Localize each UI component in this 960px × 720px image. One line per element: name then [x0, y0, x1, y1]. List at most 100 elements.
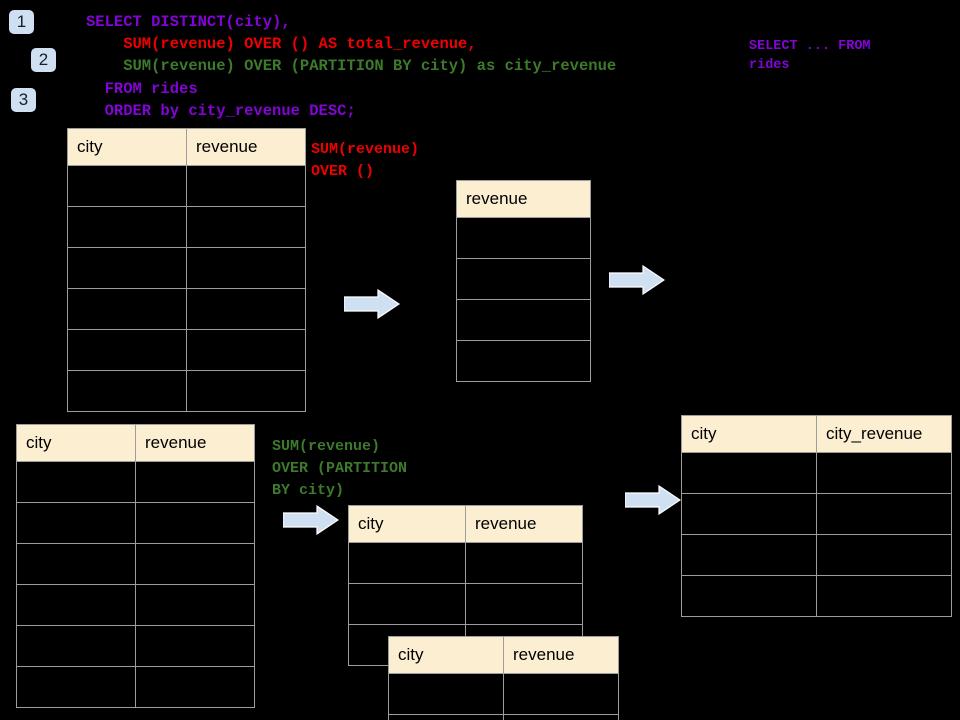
cell-city [348, 583, 466, 625]
table-row [67, 247, 306, 289]
column-header-revenue: revenue [503, 636, 619, 674]
column-header-city: city [348, 505, 466, 543]
cell-city [67, 206, 187, 248]
table-row [388, 673, 619, 715]
table-row [456, 340, 591, 382]
annotation-sum-over-partition: SUM(revenue) OVER (PARTITION BY city) [272, 438, 408, 499]
table-row [67, 288, 306, 330]
cell-revenue [135, 502, 255, 544]
column-header-city: city [681, 415, 817, 453]
cell-revenue [186, 370, 306, 412]
table-header-row: revenue [456, 180, 591, 218]
table-row [681, 452, 952, 494]
column-header-city: city [388, 636, 504, 674]
cell-revenue [135, 625, 255, 667]
column-header-revenue: revenue [465, 505, 583, 543]
step-badge-1: 1 [9, 10, 34, 34]
cell-city [16, 543, 136, 585]
arrow-right-icon [282, 504, 340, 536]
source-table-bottom: city revenue [16, 424, 255, 708]
cell-city-revenue [816, 452, 952, 494]
column-header-city: city [16, 424, 136, 462]
partition-table-front: city revenue [388, 636, 619, 720]
result-table: city city_revenue [681, 415, 952, 617]
sql-line-select-distinct: SELECT DISTINCT(city), [86, 13, 291, 31]
cell-city [67, 247, 187, 289]
cell-city [16, 461, 136, 503]
table-row [16, 543, 255, 585]
cell-revenue [503, 714, 619, 720]
cell-revenue [135, 666, 255, 708]
table-row [67, 165, 306, 207]
table-header-row: city revenue [16, 424, 255, 462]
cell-city-revenue [816, 493, 952, 535]
cell-city [67, 329, 187, 371]
table-row [16, 666, 255, 708]
cell-city [348, 542, 466, 584]
cell-revenue [456, 258, 591, 300]
arrow-total-to-result [608, 264, 666, 296]
cell-revenue [456, 340, 591, 382]
cell-revenue [186, 329, 306, 371]
cell-city [681, 534, 817, 576]
arrow-right-icon [624, 484, 682, 516]
cell-city [16, 584, 136, 626]
arrow-partition-to-result [624, 484, 682, 516]
table-row [456, 258, 591, 300]
arrow-right-icon [608, 264, 666, 296]
cell-revenue [456, 217, 591, 259]
total-revenue-table: revenue [456, 180, 591, 382]
cell-city [67, 288, 187, 330]
table-header-row: city revenue [67, 128, 306, 166]
cell-revenue [186, 288, 306, 330]
table-row [681, 575, 952, 617]
table-row [681, 534, 952, 576]
cell-revenue [456, 299, 591, 341]
arrow-source-to-total [343, 288, 401, 320]
cell-revenue [503, 673, 619, 715]
sql-line-sum-over-empty: SUM(revenue) OVER () AS total_revenue, [86, 35, 477, 53]
column-header-revenue: revenue [186, 128, 306, 166]
cell-city [681, 493, 817, 535]
source-table-top: city revenue [67, 128, 306, 412]
table-row [348, 583, 583, 625]
cell-city [681, 575, 817, 617]
table-row [388, 714, 619, 720]
column-header-city-revenue: city_revenue [816, 415, 952, 453]
arrow-source-to-partition [282, 504, 340, 536]
column-header-revenue: revenue [135, 424, 255, 462]
table-row [16, 502, 255, 544]
cell-city-revenue [816, 534, 952, 576]
cell-revenue [465, 583, 583, 625]
step-badge-3: 3 [11, 88, 36, 112]
cell-city [67, 370, 187, 412]
cell-revenue [186, 247, 306, 289]
cell-city [16, 666, 136, 708]
table-row [16, 461, 255, 503]
table-row [16, 584, 255, 626]
cell-city [67, 165, 187, 207]
sql-line-from-rides: FROM rides [86, 80, 198, 98]
table-row [67, 370, 306, 412]
annotation-select-from-rides: SELECT ... FROM rides [749, 39, 871, 73]
cell-city [681, 452, 817, 494]
table-row [67, 329, 306, 371]
sql-line-sum-over-partition: SUM(revenue) OVER (PARTITION BY city) as… [86, 57, 617, 75]
cell-city-revenue [816, 575, 952, 617]
cell-city [388, 714, 504, 720]
table-row [456, 299, 591, 341]
arrow-right-icon [343, 288, 401, 320]
cell-revenue [186, 165, 306, 207]
table-header-row: city city_revenue [681, 415, 952, 453]
cell-revenue [465, 542, 583, 584]
cell-revenue [186, 206, 306, 248]
table-header-row: city revenue [348, 505, 583, 543]
column-header-revenue: revenue [456, 180, 591, 218]
table-row [681, 493, 952, 535]
table-row [16, 625, 255, 667]
annotation-sum-over-empty: SUM(revenue) OVER () [311, 141, 420, 180]
table-header-row: city revenue [388, 636, 619, 674]
cell-city [16, 502, 136, 544]
table-row [67, 206, 306, 248]
